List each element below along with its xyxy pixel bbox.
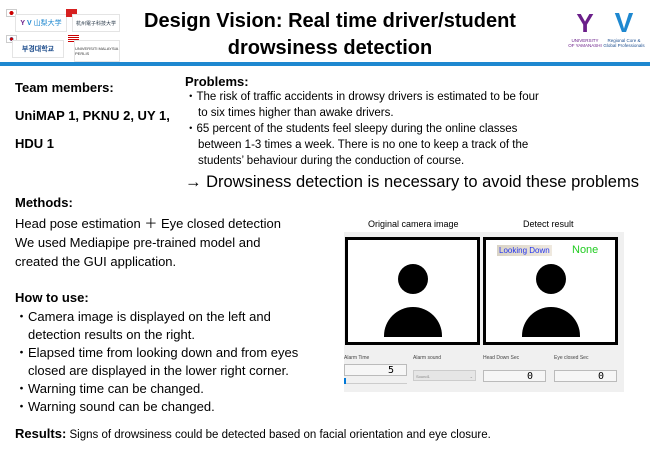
logo-university-yamanashi: Y UNIVERSITY OF YAMANASHI	[568, 8, 602, 48]
howto-line: ・Warning sound can be changed.	[15, 399, 215, 414]
results-label: Results:	[15, 426, 67, 441]
problem-bullet: ・65 percent of the students feel sleepy …	[185, 121, 539, 169]
logo-regional-core: V Regional Core & Global Professionals	[603, 7, 645, 49]
flag-korea-icon	[6, 35, 17, 43]
logo-text: UNIVERSITY OF YAMANASHI	[568, 38, 602, 48]
alarm-sound-value: Sound1	[416, 374, 430, 379]
logo-hdu: 杭州電子科技大学	[72, 14, 120, 32]
looking-down-status: Looking Down	[497, 245, 552, 256]
logo-pknu: 부경대학교	[12, 40, 64, 58]
eye-status: None	[572, 244, 599, 256]
title-line-2: drowsiness detection	[227, 37, 433, 59]
team-heading: Team members:	[15, 80, 114, 95]
problem-bullet: ・The risk of traffic accidents in drowsy…	[185, 89, 539, 121]
howto-heading: How to use:	[15, 290, 89, 305]
alarm-time-slider[interactable]	[344, 378, 407, 384]
flag-malaysia-icon	[68, 35, 79, 43]
page-title: Design Vision: Real time driver/student d…	[130, 8, 530, 62]
person-head-icon	[535, 264, 566, 294]
problems-section: Problems: ・The risk of traffic accidents…	[185, 74, 539, 169]
person-body-icon	[383, 307, 442, 337]
chevron-down-icon: ⌄	[469, 374, 473, 379]
team-line-2: HDU 1	[15, 136, 55, 151]
logo-text: 부경대학교	[21, 46, 55, 53]
bullet-line: to six times higher than awake drivers.	[198, 107, 394, 119]
logo-unimap: UNIVERSITI MALAYSIA PERLIS	[74, 40, 120, 62]
howto-line: detection results on the right.	[28, 327, 195, 342]
methods-line: created the GUI application.	[15, 254, 177, 269]
slider-thumb[interactable]	[344, 378, 346, 384]
alarm-time-label: Alarm Time	[344, 355, 370, 361]
flag-china-icon	[66, 9, 77, 17]
head-down-label: Head Down Sec	[483, 355, 520, 361]
eye-closed-label: Eye closed Sec	[554, 355, 589, 361]
howto-line: ・Elapsed time from looking down and from…	[15, 345, 299, 360]
person-body-icon	[521, 307, 580, 337]
results-section: Results: Signs of drowsiness could be de…	[15, 426, 491, 441]
results-text: Signs of drowsiness could be detected ba…	[66, 429, 491, 441]
problems-heading: Problems:	[185, 74, 249, 89]
original-camera-view	[345, 237, 480, 345]
original-camera-label: Original camera image	[368, 219, 459, 229]
eye-closed-value: 0	[554, 370, 617, 382]
header-divider	[0, 62, 650, 66]
head-down-value: 0	[483, 370, 546, 382]
bullet-line: ・65 percent of the students feel sleepy …	[185, 123, 518, 135]
person-head-icon	[397, 264, 428, 294]
alarm-time-input[interactable]: 5	[344, 364, 407, 376]
title-line-1: Design Vision: Real time driver/student	[144, 10, 516, 32]
flag-japan-icon	[6, 9, 17, 17]
howto-line: ・Camera image is displayed on the left a…	[15, 309, 271, 324]
bullet-line: ・The risk of traffic accidents in drowsy…	[185, 91, 539, 103]
logo-text: Regional Core & Global Professionals	[603, 38, 645, 48]
methods-line: We used Mediapipe pre-trained model and	[15, 235, 261, 250]
detect-result-view: Looking Down None	[483, 237, 618, 345]
methods-line: Head pose estimation ＋ Eye closed detect…	[15, 216, 281, 231]
logo-text: UNIVERSITI MALAYSIA PERLIS	[75, 46, 119, 56]
howto-line: ・Warning time can be changed.	[15, 381, 204, 396]
methods-text: Head pose estimation ＋ Eye closed detect…	[15, 214, 281, 271]
howto-line: closed are displayed in the lower right …	[28, 363, 289, 378]
howto-list: ・Camera image is displayed on the left a…	[15, 308, 298, 416]
detect-result-label: Detect result	[523, 219, 574, 229]
methods-heading: Methods:	[15, 195, 73, 210]
team-line-1: UniMAP 1, PKNU 2, UY 1,	[15, 108, 170, 123]
problems-conclusion: → Drowsiness detection is necessary to a…	[185, 173, 639, 191]
alarm-sound-label: Alarm sound	[413, 355, 442, 361]
bullet-line: between 1-3 times a week. There is no on…	[198, 139, 529, 151]
bullet-line: students’ behaviour during the conductio…	[198, 155, 465, 167]
logo-text: 山梨大学	[33, 20, 62, 27]
logo-text: 杭州電子科技大学	[75, 20, 116, 27]
alarm-sound-select[interactable]: Sound1 ⌄	[413, 370, 476, 381]
